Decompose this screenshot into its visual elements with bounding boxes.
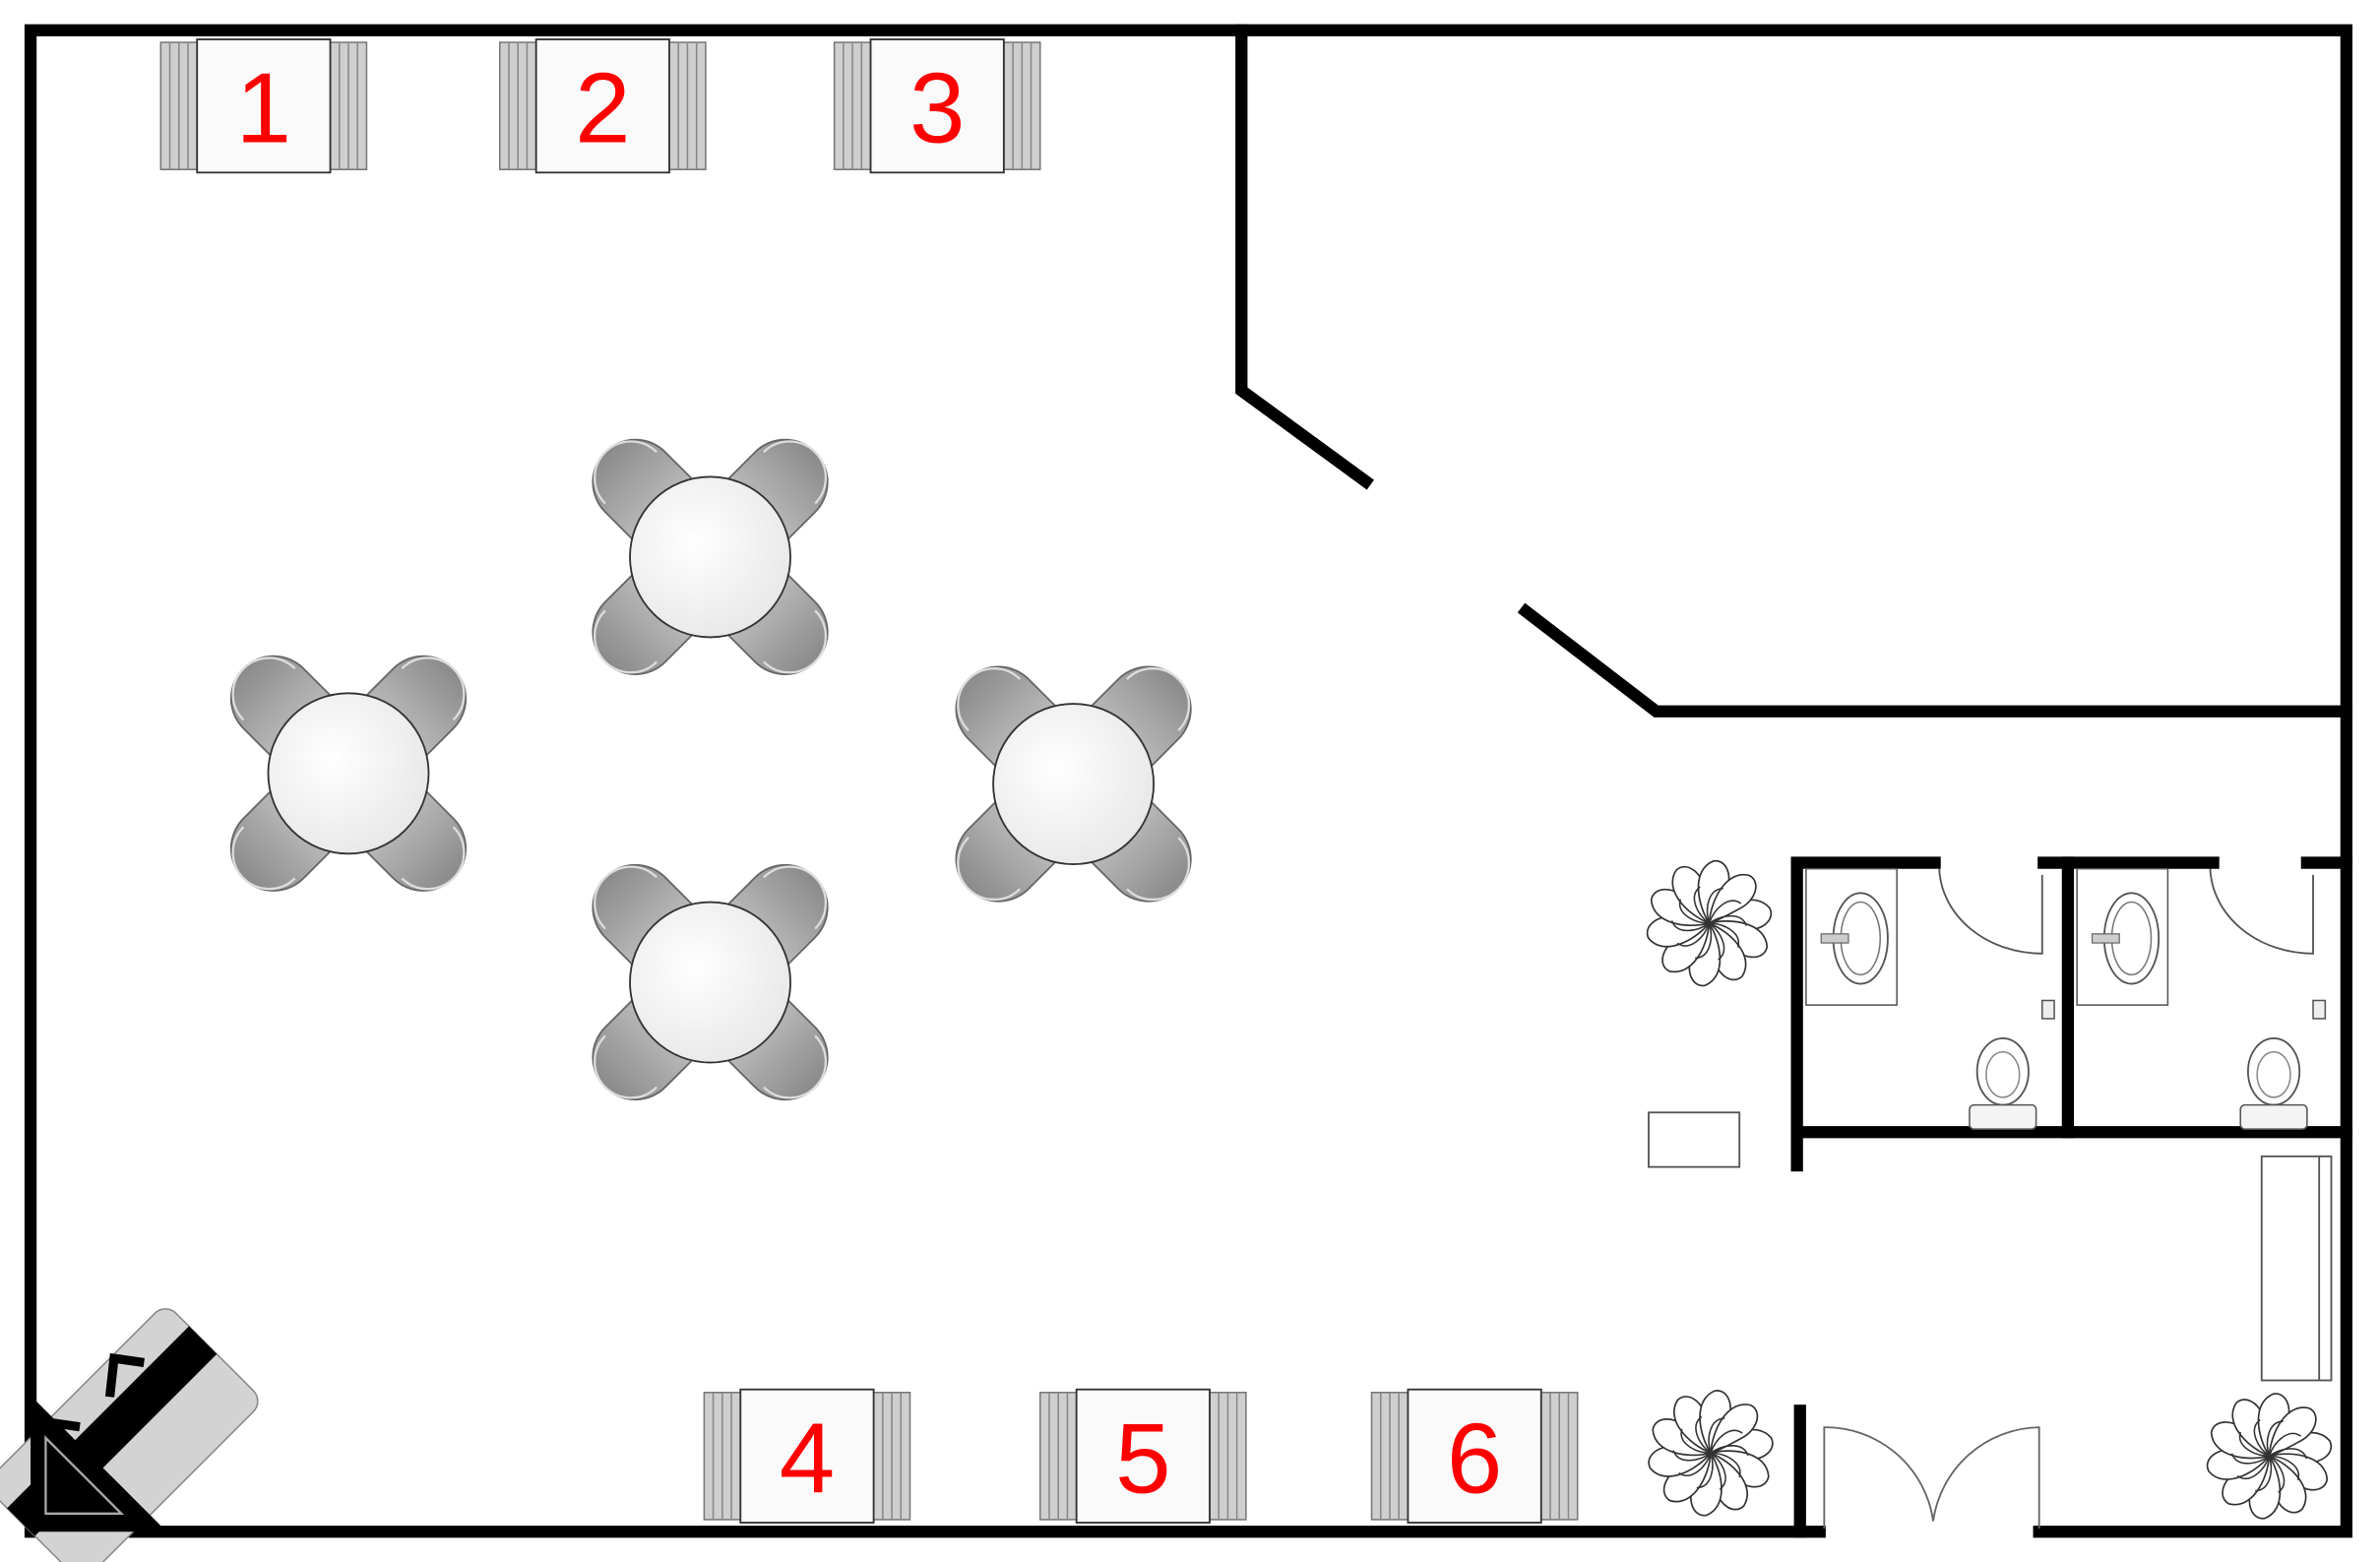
table-number: 2 [575,52,630,164]
outer-wall [24,24,2353,1538]
paper-holder-icon [2041,999,2055,1020]
chair [721,863,829,971]
table-top [534,38,670,174]
walls [24,24,2353,1538]
chair [955,795,1062,903]
round-tables [214,422,1209,1117]
table-top [267,692,430,855]
table-top [1075,1388,1211,1524]
chair [955,665,1062,773]
bench [1370,1391,1409,1521]
chair [721,438,829,546]
bench [1209,1391,1247,1521]
plant-icon [2206,1393,2333,1520]
table-number: 3 [909,52,965,164]
chair [592,438,699,546]
booth-table-2[interactable]: 2 [498,38,707,174]
paper-holder-icon [2312,999,2327,1020]
table-number: 4 [780,1402,835,1514]
bench [668,41,707,171]
table-top [992,703,1156,866]
booth-table-4[interactable]: 4 [703,1388,911,1524]
stall-door[interactable] [2209,868,2314,955]
entrance-double-door[interactable] [1823,1426,2040,1530]
round-table[interactable] [214,639,483,908]
bench [833,41,872,171]
table-top [629,901,791,1064]
chair [1085,795,1192,903]
restroom-stall [1805,867,2055,1130]
toilet-icon [1969,1037,2037,1130]
sink-icon [2091,892,2161,985]
bench [1003,41,1041,171]
booth-table-3[interactable]: 3 [833,38,1041,174]
plant-icon [1646,859,1773,987]
chair [592,863,699,971]
round-table[interactable] [576,847,846,1117]
kitchen-wall-lower [1517,602,2353,718]
table-number: 1 [236,52,291,164]
table-top [1407,1388,1542,1524]
bench [329,41,368,171]
restroom-wall-left [1790,856,1941,1172]
stall-door[interactable] [1938,868,2043,955]
bench [1038,1391,1078,1521]
plant-icon [1648,1390,1774,1517]
chair [592,993,699,1101]
booth-tables: 1 2 3 4 5 6 [159,38,1579,1524]
sink-icon [1820,892,1889,985]
chair [229,655,338,763]
counter [2260,1155,2333,1382]
bench [872,1391,911,1521]
plants [1646,859,2333,1520]
table-top [196,38,332,174]
table-top [629,475,791,639]
table-number: 6 [1447,1402,1502,1514]
chair [229,784,338,892]
bench [498,41,537,171]
restroom-stall [2076,867,2327,1130]
table-number: 5 [1115,1402,1170,1514]
restroom-stalls [1805,867,2327,1130]
bench [703,1391,742,1521]
chair [1085,665,1192,773]
table-top [869,38,1005,174]
kitchen-wall-upper [1235,24,1374,490]
round-table[interactable] [576,422,846,692]
bench [1539,1391,1579,1521]
booth-table-5[interactable]: 5 [1038,1388,1247,1524]
small-table [1648,1111,1741,1168]
chair [359,655,468,763]
round-table[interactable] [939,650,1209,919]
bench [159,41,198,171]
toilet-icon [2239,1037,2308,1130]
booth-table-1[interactable]: 1 [159,38,368,174]
table-top [739,1388,875,1524]
booth-table-6[interactable]: 6 [1370,1388,1579,1524]
chair [359,784,468,892]
